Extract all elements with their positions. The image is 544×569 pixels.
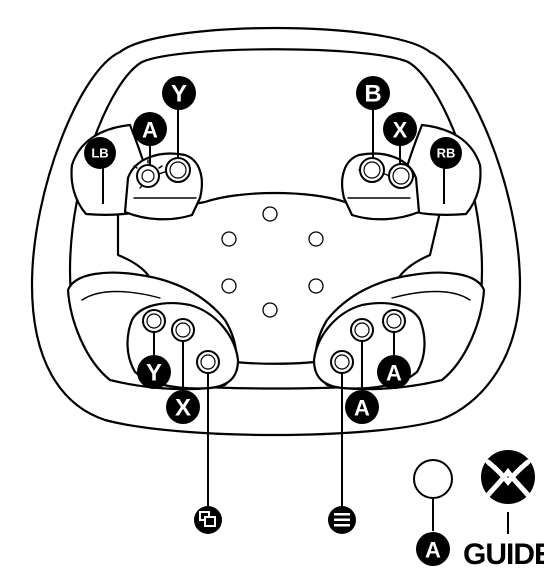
xbox-logo-icon — [481, 450, 535, 504]
badge-y-top-text: Y — [171, 81, 187, 108]
badge-y-top: Y — [162, 76, 196, 110]
right-lower-button-menu[interactable] — [330, 350, 354, 374]
badge-a-lower: A — [416, 532, 450, 566]
badge-x-bottom-text: X — [175, 395, 191, 422]
badge-x-top: X — [383, 112, 417, 146]
badge-a-bottom-right-text: A — [386, 361, 402, 386]
badge-rb-text: RB — [437, 146, 456, 161]
badge-a-top-text: A — [142, 118, 158, 143]
right-lower-button-a[interactable] — [382, 309, 406, 333]
left-top-button-y[interactable] — [165, 157, 191, 183]
badge-y-bottom: Y — [137, 355, 171, 389]
badge-a-bottom-center: A — [345, 390, 379, 424]
menu-icon — [328, 506, 356, 534]
left-lower-button-x[interactable] — [171, 318, 195, 342]
badge-a-bottom-right: A — [377, 355, 411, 389]
right-top-button-x[interactable] — [388, 163, 414, 189]
badge-lb: LB — [84, 137, 116, 169]
right-lower-button-a-center[interactable] — [350, 318, 374, 342]
left-lower-button-view[interactable] — [196, 350, 220, 374]
badge-b-top: B — [356, 76, 390, 110]
badge-y-bottom-text: Y — [146, 360, 162, 387]
badge-x-bottom: X — [166, 390, 200, 424]
badge-a-lower-text: A — [425, 538, 441, 563]
badge-a-top: A — [133, 112, 167, 146]
badge-b-top-text: B — [364, 81, 381, 108]
hub-screws — [221, 206, 324, 318]
left-top-button-a[interactable] — [133, 159, 163, 188]
guide-caption: GUIDE — [463, 538, 544, 569]
right-top-button-b[interactable] — [359, 157, 385, 183]
view-icon — [194, 506, 222, 534]
badge-a-bottom-center-text: A — [354, 396, 370, 421]
leader-lines — [149, 110, 509, 534]
badge-x-top-text: X — [393, 118, 408, 143]
left-lower-button-y[interactable] — [142, 309, 166, 333]
badge-lb-text: LB — [91, 146, 108, 161]
standalone-button-a[interactable] — [413, 459, 453, 499]
badge-rb: RB — [430, 137, 462, 169]
